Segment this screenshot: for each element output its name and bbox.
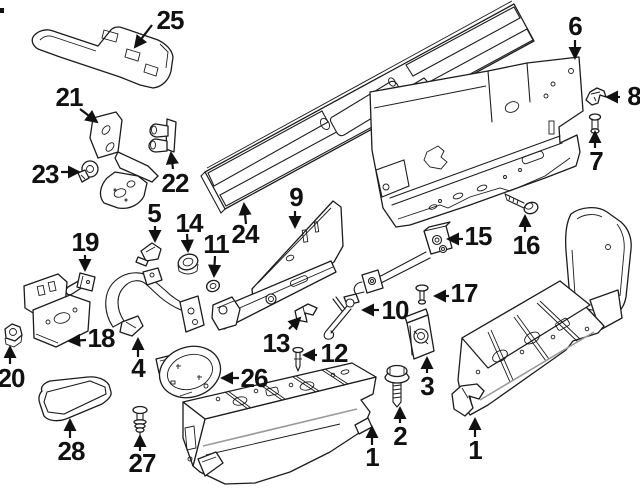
part-8-retainer-clip (585, 87, 607, 106)
callout-22[interactable]: 22 (162, 168, 190, 198)
callout-18[interactable]: 18 (88, 323, 116, 353)
scan-artifact-dot (0, 8, 4, 13)
callout-14[interactable]: 14 (176, 208, 205, 238)
callout-24-arrow (238, 202, 252, 225)
callout-18-arrow (67, 333, 87, 347)
part-1-bumper-face-bar-left (182, 362, 377, 485)
callout-16[interactable]: 16 (513, 230, 541, 260)
part-11-washer-ring (205, 279, 221, 293)
callout-26[interactable]: 26 (241, 363, 269, 393)
part-27-ribbed-push-clip (132, 405, 148, 437)
callout-25-arrow (133, 24, 153, 49)
callout-1-right[interactable]: 1 (468, 435, 483, 465)
part-15-support-tube-assembly (353, 221, 453, 295)
callout-20[interactable]: 20 (0, 363, 26, 393)
part-18-frame-bracket-assembly (23, 273, 91, 348)
part-12-rivet-pin (292, 346, 304, 372)
callout-14-arrow (180, 233, 194, 253)
callout-5[interactable]: 5 (147, 198, 162, 228)
part-7-stud-pin (588, 113, 602, 134)
part-23-push-pin-fastener (77, 160, 99, 183)
callout-22-arrow (165, 151, 179, 170)
callout-24[interactable]: 24 (232, 219, 261, 249)
part-26-step-pad-insert-dish (155, 345, 222, 399)
part-14-flange-nut (177, 253, 199, 275)
callout-9[interactable]: 9 (289, 182, 304, 212)
callout-17[interactable]: 17 (451, 278, 479, 308)
callout-6[interactable]: 6 (568, 11, 583, 41)
part-3-cage-nut (404, 308, 435, 360)
part-5-spring-clip (135, 242, 162, 267)
callout-25[interactable]: 25 (157, 5, 185, 35)
callout-23[interactable]: 23 (32, 159, 60, 189)
callout-21[interactable]: 21 (56, 82, 84, 112)
callout-2[interactable]: 2 (393, 421, 408, 451)
part-1-bumper-face-bar-right (451, 207, 632, 417)
callout-7[interactable]: 7 (589, 146, 604, 176)
part-10-wire-form-hook (323, 293, 360, 340)
part-21-mounting-bracket (89, 111, 159, 210)
callout-3[interactable]: 3 (420, 371, 435, 401)
part-9-side-support-bracket (211, 200, 344, 331)
part-4-tube-bracket-assembly (105, 267, 205, 337)
part-6-inner-reinforcement (369, 56, 584, 228)
callout-8[interactable]: 8 (627, 81, 640, 111)
part-19-latch-rod-clip (65, 272, 96, 296)
callout-11-arrow (207, 255, 222, 278)
callout-12[interactable]: 12 (321, 338, 349, 368)
callout-21-arrow (79, 108, 99, 124)
part-1-lower-bracket (451, 383, 485, 417)
callout-13-arrow (287, 316, 302, 331)
part-20-hex-flange-nut (4, 323, 23, 348)
callout-11[interactable]: 11 (203, 229, 230, 259)
callout-28[interactable]: 28 (58, 436, 86, 466)
callout-27[interactable]: 27 (129, 448, 157, 478)
part-17-push-pin (415, 284, 429, 305)
callout-arrows (3, 24, 620, 451)
callout-1-left[interactable]: 1 (365, 442, 380, 472)
part-22-double-prong-clip (148, 118, 177, 153)
callout-4[interactable]: 4 (131, 353, 147, 383)
callout-10[interactable]: 10 (382, 295, 410, 325)
callout-13[interactable]: 13 (263, 328, 291, 358)
callout-15[interactable]: 15 (465, 221, 493, 251)
part-25-step-pad-support-arm (31, 26, 174, 89)
part-2-flange-bolt (384, 364, 410, 408)
callout-19[interactable]: 19 (72, 227, 100, 257)
part-16-hex-flange-bolt (504, 193, 539, 215)
part-28-small-step-pad (38, 376, 112, 422)
